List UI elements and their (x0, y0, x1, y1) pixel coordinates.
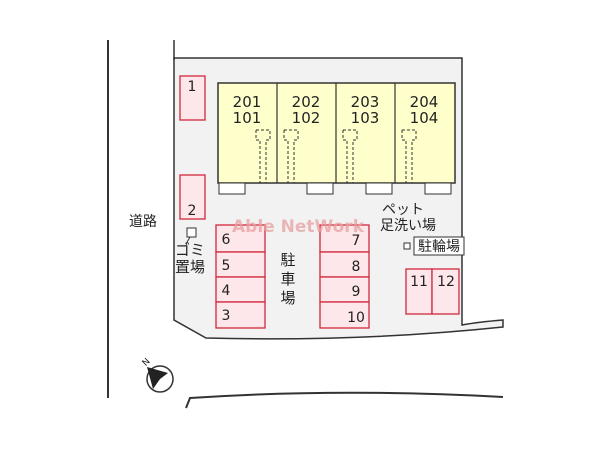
parking-space-outline (431, 268, 460, 315)
parking-space-outline (319, 276, 370, 303)
parking-space-outline (215, 224, 266, 253)
parking-space-number: 4 (222, 283, 231, 299)
apartment-building: 201 101 202 102 203 103 204 104 (217, 82, 456, 195)
unit-number-upper: 204 (410, 93, 439, 111)
pet-wash-icon (403, 242, 411, 250)
road-edge-bottom (185, 391, 504, 409)
unit-number-upper: 201 (233, 93, 262, 111)
parking-space-number: 8 (352, 259, 361, 275)
bike-parking-label: 駐輪場 (418, 238, 460, 255)
unit-number-upper: 202 (292, 93, 321, 111)
parking-space-outline (215, 301, 266, 329)
entrance-step (218, 182, 246, 195)
parking-space-number: 2 (188, 203, 197, 219)
parking-space-outline (319, 224, 370, 253)
garbage-box-icon (186, 227, 197, 238)
garbage-label-line: 置場 (175, 258, 205, 276)
pet-wash-label-bottom: 足洗い場 (380, 218, 436, 234)
parking-space-2: 2 (179, 174, 206, 220)
stair-outline (255, 129, 271, 183)
parking-block-bike-side: 11 12 (405, 268, 460, 315)
unit-number-upper: 203 (351, 93, 380, 111)
parking-space-outline (215, 251, 266, 278)
compass-needle (147, 367, 168, 389)
parking-block-left: 6 5 4 3 (215, 224, 266, 329)
unit-number-lower: 102 (292, 109, 321, 127)
parking-space-outline (319, 251, 370, 278)
unit-number-lower: 103 (351, 109, 380, 127)
parking-space-number: 7 (352, 233, 361, 249)
parking-space-number: 9 (352, 284, 361, 300)
parking-space-number: 6 (222, 232, 231, 248)
parking-space-number: 12 (437, 274, 455, 290)
stair-outline (283, 129, 299, 183)
stair-outline (342, 129, 358, 183)
parking-label: 駐車場 (280, 251, 295, 307)
parking-space-number: 3 (222, 308, 231, 324)
parking-space-outline (179, 75, 206, 121)
north-arrow-icon: N (141, 357, 174, 393)
garbage-area (185, 227, 197, 245)
unit-number-lower: 101 (233, 109, 262, 127)
road-label: 道路 (129, 214, 157, 230)
vertical-label-char: 駐 (280, 251, 295, 269)
parking-space-number: 11 (410, 274, 428, 290)
bike-parking-area (413, 236, 465, 256)
parking-space-number: 10 (347, 310, 365, 326)
leader-line (185, 236, 191, 245)
parking-space-outline (179, 174, 206, 220)
parking-space-outline (405, 268, 433, 315)
parking-block-right: 7 8 9 10 (319, 224, 370, 329)
parking-space-number: 1 (188, 79, 197, 95)
vertical-label-char: 車 (280, 270, 295, 288)
parking-space-number: 5 (222, 258, 231, 274)
parking-space-outline (319, 301, 370, 329)
parking-space-outline (215, 276, 266, 303)
pet-wash-label-top: ペット (382, 202, 424, 218)
stair-outline (401, 129, 417, 183)
garbage-label-line: ゴミ (175, 241, 205, 259)
entrance-step (306, 182, 334, 195)
north-label: N (141, 357, 153, 369)
vertical-label-char: 場 (280, 289, 295, 307)
entrance-step (424, 182, 452, 195)
entrance-step (365, 182, 393, 195)
unit-number-lower: 104 (410, 109, 439, 127)
parking-space-1: 1 (179, 75, 206, 121)
watermark: Able NetWork (232, 217, 365, 237)
